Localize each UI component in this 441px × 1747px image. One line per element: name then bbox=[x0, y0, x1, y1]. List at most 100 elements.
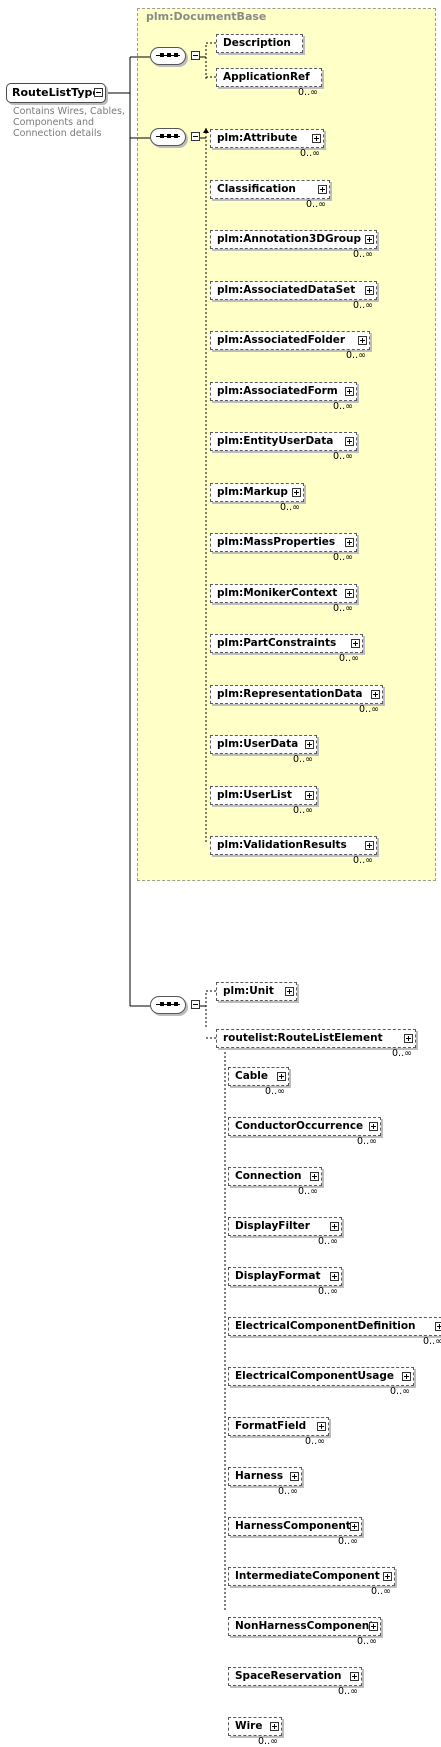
element-name: DisplayFormat bbox=[235, 1270, 321, 1282]
element-node[interactable]: HarnessComponent bbox=[228, 1517, 362, 1536]
element-node[interactable]: DisplayFormat bbox=[228, 1267, 342, 1286]
collapse-icon[interactable] bbox=[94, 88, 103, 97]
element-node[interactable]: Harness bbox=[228, 1467, 302, 1486]
element-name: routelist:RouteListElement bbox=[223, 1032, 383, 1044]
expand-icon[interactable] bbox=[312, 134, 321, 143]
expand-icon[interactable] bbox=[305, 790, 314, 800]
element-node[interactable]: Description bbox=[216, 34, 303, 53]
expand-icon[interactable] bbox=[358, 336, 367, 345]
element-name: DisplayFilter bbox=[235, 1220, 310, 1232]
expand-icon[interactable] bbox=[365, 235, 374, 244]
element-node[interactable]: ApplicationRef bbox=[216, 68, 322, 87]
expand-icon[interactable] bbox=[435, 1322, 441, 1331]
element-node[interactable]: Classification bbox=[210, 179, 330, 199]
element-node[interactable]: NonHarnessComponent bbox=[228, 1617, 381, 1636]
collapse-icon[interactable] bbox=[191, 51, 200, 60]
cardinality-label: 0..∞ bbox=[390, 1386, 410, 1397]
element-name: ElectricalComponentDefinition bbox=[235, 1320, 416, 1332]
element-name: Description bbox=[223, 37, 291, 49]
element-node[interactable]: ConductorOccurrence bbox=[228, 1117, 381, 1136]
expand-icon[interactable] bbox=[345, 386, 354, 396]
element-name: Classification bbox=[217, 182, 296, 195]
element-node[interactable]: Cable bbox=[228, 1067, 289, 1086]
element-name: plm:RepresentationData bbox=[217, 687, 363, 700]
element-node[interactable]: DisplayFilter bbox=[228, 1217, 342, 1236]
element-node[interactable]: plm:AssociatedForm bbox=[210, 381, 357, 401]
cardinality-label: 0..∞ bbox=[371, 1586, 391, 1597]
expand-icon[interactable] bbox=[371, 689, 380, 699]
cardinality-label: 0..∞ bbox=[359, 703, 379, 715]
expand-icon[interactable] bbox=[277, 1072, 286, 1081]
expand-icon[interactable] bbox=[345, 538, 354, 547]
collapse-icon[interactable] bbox=[191, 132, 200, 141]
element-name: plm:AssociatedForm bbox=[217, 384, 338, 397]
expand-icon[interactable] bbox=[330, 1272, 339, 1281]
element-node[interactable]: plm:ValidationResults bbox=[210, 836, 377, 855]
element-node[interactable]: routelist:RouteListElement bbox=[216, 1029, 416, 1048]
expand-icon[interactable] bbox=[345, 588, 354, 598]
expand-icon[interactable] bbox=[318, 184, 327, 194]
expand-icon[interactable] bbox=[305, 740, 314, 749]
expand-icon[interactable] bbox=[404, 1034, 413, 1043]
cardinality-label: 0..∞ bbox=[353, 249, 373, 260]
element-node[interactable]: plm:Annotation3DGroup bbox=[210, 230, 377, 249]
cardinality-label: 0..∞ bbox=[305, 1436, 325, 1447]
sequence-compositor[interactable] bbox=[150, 996, 186, 1014]
expand-icon[interactable] bbox=[351, 639, 360, 648]
sequence-compositor[interactable] bbox=[150, 47, 186, 65]
root-type-node[interactable]: RouteListType bbox=[6, 83, 106, 103]
element-node[interactable]: plm:Unit bbox=[216, 982, 297, 1001]
cardinality-label: 0..∞ bbox=[392, 1048, 412, 1059]
expand-icon[interactable] bbox=[330, 1222, 339, 1231]
element-node[interactable]: plm:Attribute bbox=[210, 129, 324, 148]
expand-icon[interactable] bbox=[383, 1572, 392, 1581]
element-name: Harness bbox=[235, 1470, 284, 1482]
collapse-icon[interactable] bbox=[191, 1000, 200, 1009]
cardinality-label: 0..∞ bbox=[298, 87, 318, 98]
cardinality-label: 0..∞ bbox=[357, 1136, 377, 1147]
element-node[interactable]: plm:EntityUserData bbox=[210, 432, 357, 451]
expand-icon[interactable] bbox=[365, 841, 374, 850]
expand-icon[interactable] bbox=[350, 1522, 359, 1531]
expand-icon[interactable] bbox=[292, 487, 301, 497]
element-node[interactable]: Wire bbox=[228, 1717, 282, 1736]
expand-icon[interactable] bbox=[369, 1622, 378, 1631]
expand-icon[interactable] bbox=[290, 1472, 299, 1481]
element-name: IntermediateComponent bbox=[235, 1570, 380, 1582]
cardinality-label: 0..∞ bbox=[338, 1686, 358, 1697]
cardinality-label: 0..∞ bbox=[339, 653, 359, 664]
expand-icon[interactable] bbox=[350, 1672, 359, 1681]
element-name: ApplicationRef bbox=[223, 71, 310, 83]
element-node[interactable]: plm:AssociatedFolder bbox=[210, 331, 370, 350]
expand-icon[interactable] bbox=[310, 1172, 319, 1181]
element-node[interactable]: IntermediateComponent bbox=[228, 1567, 395, 1586]
cardinality-label: 0..∞ bbox=[293, 804, 313, 816]
cardinality-label: 0..∞ bbox=[280, 501, 300, 513]
expand-icon[interactable] bbox=[285, 987, 294, 996]
element-node[interactable]: ElectricalComponentDefinition bbox=[228, 1317, 441, 1336]
element-node[interactable]: plm:PartConstraints bbox=[210, 634, 363, 653]
element-node[interactable]: ElectricalComponentUsage bbox=[228, 1367, 414, 1386]
element-node[interactable]: plm:RepresentationData bbox=[210, 684, 383, 704]
expand-icon[interactable] bbox=[345, 437, 354, 446]
expand-icon[interactable] bbox=[369, 1122, 378, 1131]
extension-label: plm:DocumentBase bbox=[146, 10, 267, 23]
element-node[interactable]: plm:Markup bbox=[210, 482, 304, 502]
expand-icon[interactable] bbox=[317, 1422, 326, 1431]
expand-icon[interactable] bbox=[365, 285, 374, 295]
element-name: plm:Markup bbox=[217, 485, 288, 498]
expand-icon[interactable] bbox=[402, 1372, 411, 1381]
expand-icon[interactable] bbox=[270, 1722, 279, 1731]
element-node[interactable]: plm:MonikerContext bbox=[210, 583, 357, 603]
sequence-compositor[interactable] bbox=[150, 128, 186, 146]
element-name: plm:AssociatedFolder bbox=[217, 334, 346, 346]
element-node[interactable]: plm:AssociatedDataSet bbox=[210, 280, 377, 300]
element-node[interactable]: SpaceReservation bbox=[228, 1667, 362, 1686]
element-node[interactable]: plm:UserList bbox=[210, 785, 317, 805]
element-node[interactable]: plm:UserData bbox=[210, 735, 317, 754]
cardinality-label: 0..∞ bbox=[333, 552, 353, 563]
element-node[interactable]: plm:MassProperties bbox=[210, 533, 357, 552]
element-name: plm:ValidationResults bbox=[217, 839, 347, 851]
element-node[interactable]: Connection bbox=[228, 1167, 322, 1186]
element-node[interactable]: FormatField bbox=[228, 1417, 329, 1436]
